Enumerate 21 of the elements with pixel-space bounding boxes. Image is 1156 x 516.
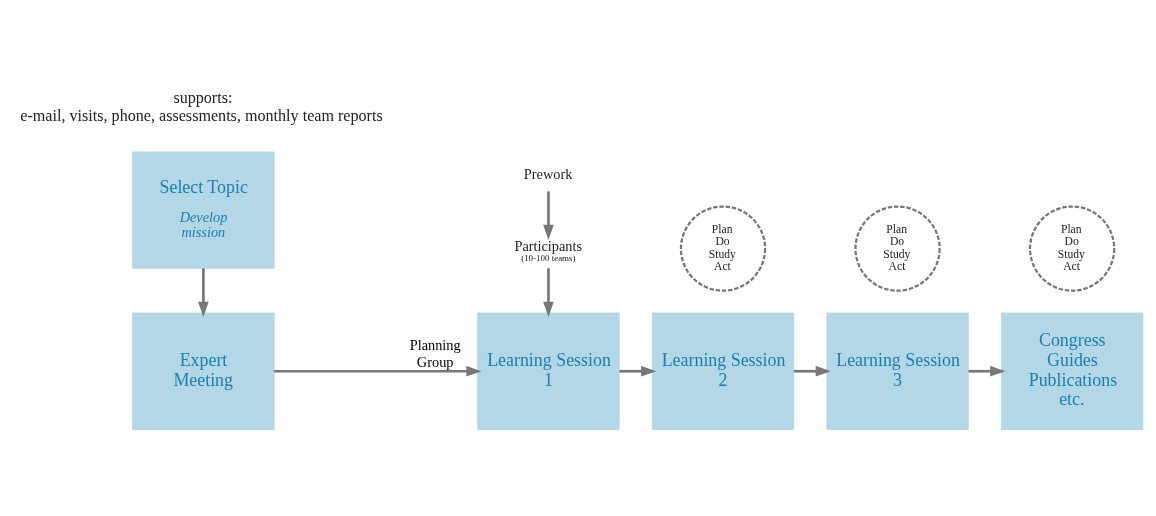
label: e-mail, visits, phone, assessments, monthly team reports	[20, 106, 383, 124]
arrow	[543, 191, 554, 240]
arrow	[198, 268, 209, 318]
arrow	[968, 365, 1006, 377]
node-circle: Plan Do Study Act	[1028, 205, 1116, 292]
edge-label: Planning Group	[409, 337, 461, 370]
node-box: Learning Session 1	[477, 312, 620, 430]
node-text: Prework	[523, 165, 573, 182]
node-box: Learning Session 3	[826, 312, 969, 430]
label: supports:	[173, 89, 233, 107]
arrow	[543, 268, 554, 317]
node-text: Participants (10-100 teams)	[514, 238, 583, 264]
node-box: Learning Session 2	[651, 312, 795, 430]
node-circle: Plan Do Study Act	[854, 205, 941, 292]
node-box: Congress Guides Publications etc.	[1000, 312, 1144, 430]
node-box: Select Topic Develop mission	[132, 151, 275, 269]
node-box: Expert Meeting	[132, 312, 275, 430]
arrow	[793, 365, 831, 377]
arrow	[619, 365, 657, 377]
node-circle: Plan Do Study Act	[679, 205, 767, 292]
arrow	[274, 365, 482, 377]
